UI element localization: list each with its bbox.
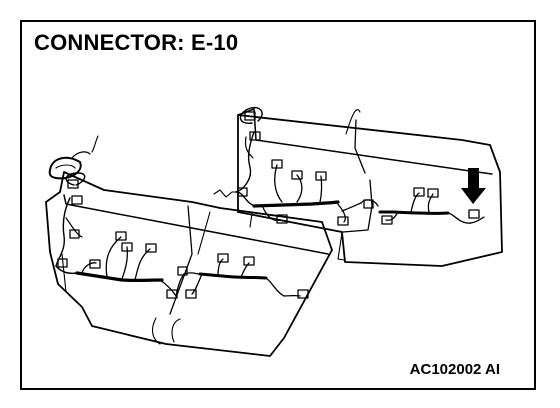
rear-door-panel xyxy=(237,108,503,267)
connector-title: CONNECTOR: E-10 xyxy=(34,30,239,55)
indicator-arrow-icon xyxy=(461,168,486,204)
door-harness-diagram xyxy=(45,106,503,357)
rear-door-connectors xyxy=(237,111,480,226)
diagram-frame: CONNECTOR: E-10 xyxy=(20,20,536,390)
front-door-connectors xyxy=(57,179,309,299)
front-door-panel xyxy=(45,135,333,357)
figure-code: AC102002 AI xyxy=(409,361,500,378)
front-door-harness xyxy=(55,172,301,297)
side-mirror xyxy=(48,156,82,180)
